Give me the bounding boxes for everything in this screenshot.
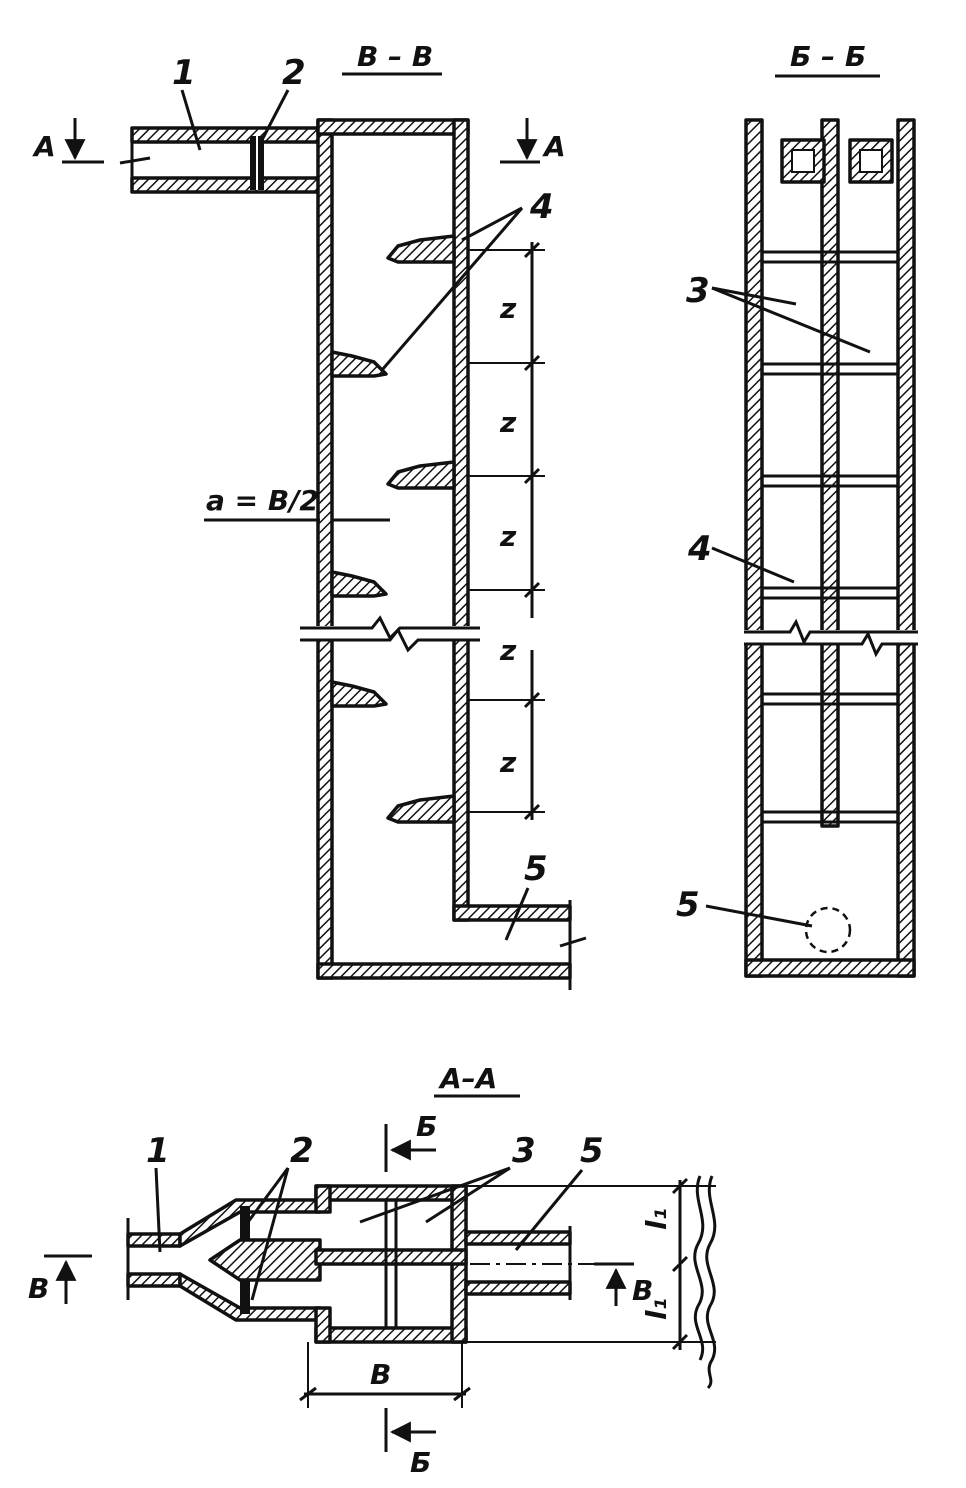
vv-item-4-leader-b [380, 207, 524, 371]
baffle-right-3 [386, 794, 456, 824]
vv-item-5-leader [504, 887, 530, 941]
baffle-left-2 [330, 570, 388, 598]
bb-item-3-leader-b [711, 286, 871, 354]
section-vv: В – В А А [32, 40, 587, 990]
a-formula-label: a = B/2 [206, 484, 319, 517]
shaft-bottom-wall [316, 962, 572, 980]
shaft-left-wall [316, 118, 334, 980]
aa-wavy-break-a [693, 1175, 705, 1361]
z-label-3: z [499, 520, 517, 553]
aa-outlet-bottom [464, 1280, 572, 1296]
aa-dim-l1-top-label: l₁ [640, 1208, 673, 1230]
aa-splitter [208, 1238, 322, 1282]
shaft-right-wall [452, 118, 470, 922]
aa-cut-label-b-top: Б [416, 1110, 437, 1143]
outlet-break [559, 936, 587, 948]
aa-item-5-label: 5 [580, 1131, 604, 1171]
baffle-right-2 [386, 460, 456, 490]
vv-item-5-label: 5 [524, 849, 548, 889]
bb-break-top [744, 618, 918, 646]
aa-gate-lower [240, 1280, 250, 1314]
inlet-pipe [119, 126, 322, 194]
aa-item-1-label: 1 [146, 1131, 170, 1171]
aa-gate-upper [240, 1206, 250, 1240]
bb-item-5-leader [705, 904, 813, 928]
vv-item-4-leader-a [461, 206, 523, 242]
baffles [330, 234, 456, 824]
aa-chamber-bottom [314, 1326, 468, 1344]
bb-baffle-lines [762, 250, 898, 824]
z-label-5: z [499, 746, 517, 779]
bb-bottom-wall [744, 958, 916, 978]
z-label-4: z [499, 634, 517, 667]
aa-chamber-divider [314, 1248, 468, 1266]
vv-item-2-label: 2 [282, 53, 306, 93]
inlet-pipe-bottom-wall [130, 176, 322, 194]
baffle-right-1 [386, 234, 456, 264]
aa-item-3-label: 3 [512, 1131, 536, 1171]
z-dimensions: z z z z z [468, 241, 545, 821]
aa-wavy-break-b [705, 1175, 717, 1390]
bb-left-wall [744, 118, 764, 978]
bb-item-3-label: 3 [686, 271, 710, 311]
bb-right-wall [896, 118, 916, 978]
inlet-pipe-break [119, 156, 151, 165]
bb-break-bottom [744, 630, 918, 658]
bb-item-4-leader [711, 546, 795, 584]
bb-item-5-label: 5 [676, 885, 700, 925]
cut-label-a-right: А [542, 130, 566, 163]
bb-center-wall [820, 118, 840, 828]
aa-chamber-left-upper [314, 1184, 332, 1214]
break-line-top [300, 615, 480, 641]
aa-outlet-top [464, 1230, 572, 1246]
aa-item-3-leader-a [359, 1166, 511, 1224]
bb-outlet-circle [804, 906, 852, 954]
shaft-top-wall [316, 118, 470, 136]
aa-dim-l1-bottom-label: l₁ [640, 1298, 673, 1320]
inlet-pipe-top-wall [130, 126, 322, 144]
section-aa-title: А–А [438, 1062, 497, 1095]
cut-mark-a-left: А [32, 118, 104, 164]
vv-item-1-label: 1 [172, 53, 196, 93]
baffle-left-3 [330, 680, 388, 708]
bb-item-4-label: 4 [687, 529, 712, 569]
section-aa: А–А В В [28, 1062, 717, 1479]
aa-item-2-leader-a [246, 1167, 290, 1223]
vv-item-4-label: 4 [529, 187, 554, 227]
aa-inlet-top-wall [126, 1232, 182, 1248]
outlet-top-wall [452, 904, 572, 922]
aa-item-1-leader [154, 1167, 162, 1253]
section-bb: Б – Б 3 4 5 [676, 40, 918, 978]
baffle-left-1 [330, 350, 388, 378]
section-bb-title: Б – Б [790, 40, 866, 73]
cut-label-a-left: А [32, 130, 56, 163]
aa-cut-label-v-left: В [28, 1272, 49, 1305]
vv-item-2-leader [260, 89, 290, 141]
aa-item-2-leader-b [250, 1167, 290, 1301]
section-vv-title: В – В [357, 40, 433, 73]
z-label-1: z [499, 292, 517, 325]
a-dimension: a = B/2 [204, 484, 390, 522]
aa-item-5-leader [514, 1169, 584, 1251]
aa-cut-label-v-right: В [632, 1274, 653, 1307]
aa-dim-b-label: В [370, 1358, 391, 1391]
cut-mark-a-right: А [500, 118, 566, 164]
bb-item-3-leader-a [711, 286, 797, 306]
z-label-2: z [499, 406, 517, 439]
vv-item-1-leader [180, 89, 202, 151]
aa-item-2-label: 2 [290, 1131, 314, 1171]
shaft-break [300, 615, 480, 653]
aa-cut-label-b-bottom: Б [410, 1446, 431, 1479]
aa-chamber-left-lower [314, 1306, 332, 1344]
break-line-bottom [300, 627, 480, 653]
aa-item-3-leader-b [425, 1166, 511, 1224]
aa-inlet-bottom-wall [126, 1272, 182, 1288]
